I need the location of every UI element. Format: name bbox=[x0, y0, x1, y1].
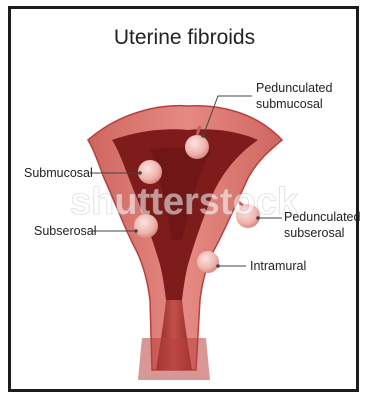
label-pedunculated-submucosal-2: submucosal bbox=[256, 97, 323, 111]
label-pedunculated-subserosal-2: subserosal bbox=[284, 226, 344, 240]
leader-dot-2 bbox=[138, 171, 142, 175]
leader-dot-3 bbox=[134, 229, 138, 233]
label-subserosal: Subserosal bbox=[34, 224, 97, 238]
leader-dot-5 bbox=[216, 264, 220, 268]
label-pedunculated-submucosal-1: Pedunculated bbox=[256, 81, 333, 95]
fibroid-pedunculated-submucosal bbox=[185, 135, 209, 159]
fibroid-intramural bbox=[197, 251, 219, 273]
label-submucosal: Submucosal bbox=[24, 166, 93, 180]
vagina bbox=[138, 338, 210, 380]
leader-dot-1 bbox=[201, 134, 205, 138]
watermark: shutterstock bbox=[70, 181, 299, 223]
label-intramural: Intramural bbox=[250, 259, 306, 273]
